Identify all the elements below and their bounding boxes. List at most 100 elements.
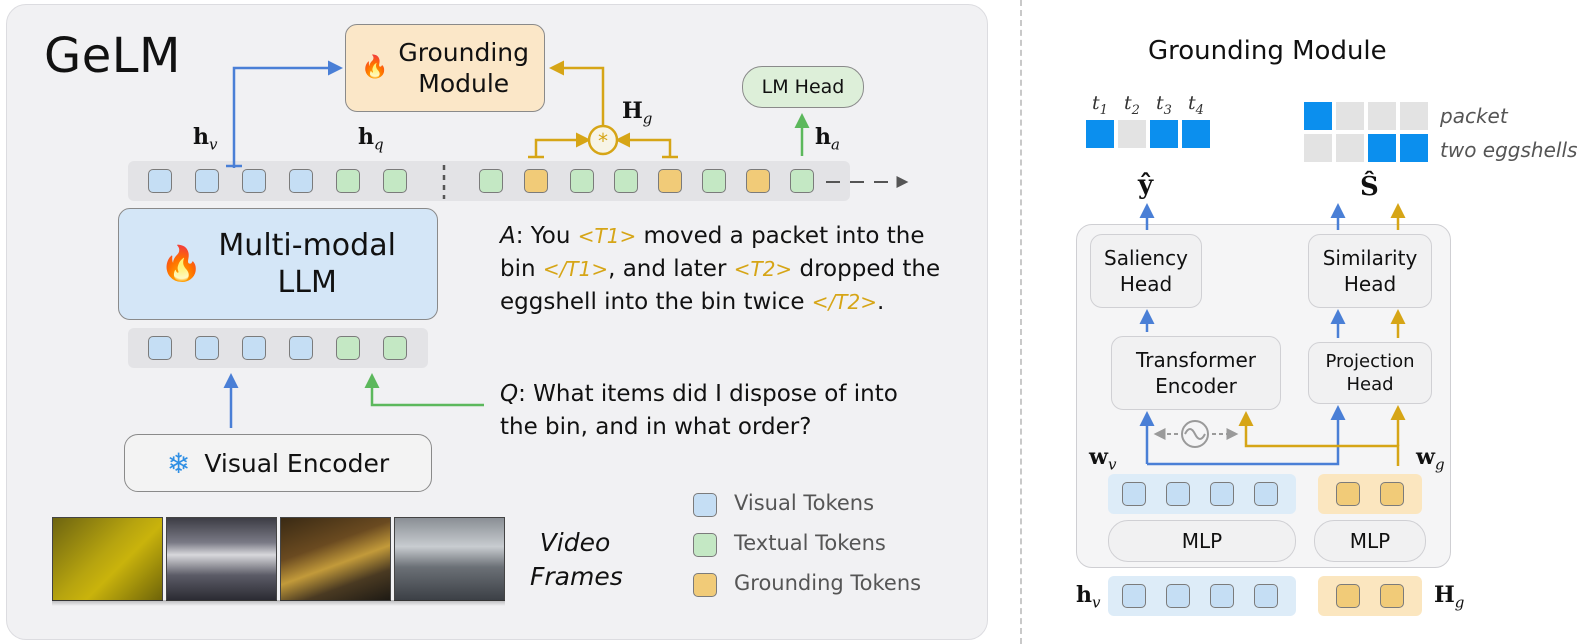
y-hat-label: ŷ bbox=[1138, 170, 1154, 200]
gelm-title: GeLM bbox=[44, 28, 181, 84]
label-H-g: Hg bbox=[622, 98, 653, 128]
question-line2: the bin, and in what order? bbox=[500, 414, 812, 440]
bottom-token-strip bbox=[128, 328, 428, 368]
label-h-v: hv bbox=[193, 124, 218, 154]
legend-swatch bbox=[693, 573, 717, 597]
visual-token bbox=[148, 169, 172, 193]
grounding-token bbox=[746, 169, 770, 193]
time-label: t1 bbox=[1092, 92, 1108, 118]
positional-encoding-icon bbox=[1181, 420, 1209, 448]
mllm-line1: Multi-modal bbox=[218, 227, 396, 263]
visual-token bbox=[242, 169, 266, 193]
time-label: t4 bbox=[1188, 92, 1204, 118]
textual-token bbox=[479, 169, 503, 193]
textual-token bbox=[336, 169, 360, 193]
similarity-cell bbox=[1304, 102, 1332, 130]
legend-swatch bbox=[693, 533, 717, 557]
similarity-cell bbox=[1368, 102, 1396, 130]
similarity-cell bbox=[1336, 134, 1364, 162]
visual-token bbox=[289, 169, 313, 193]
fire-icon: 🔥 bbox=[360, 55, 389, 81]
textual-token bbox=[383, 169, 407, 193]
mlp-left-box: MLP bbox=[1108, 520, 1296, 562]
hv-to-grounding-arrow bbox=[232, 60, 343, 168]
similarity-cell bbox=[1400, 134, 1428, 162]
mllm-line2: LLM bbox=[277, 265, 337, 300]
grounding-token bbox=[1380, 584, 1404, 608]
visual-token bbox=[1122, 482, 1146, 506]
grounding-token bbox=[1380, 482, 1404, 506]
grounding-module-title: Grounding Module bbox=[1148, 36, 1387, 66]
saliency-cell bbox=[1182, 120, 1210, 148]
similarity-cell bbox=[1336, 102, 1364, 130]
visual-token bbox=[1166, 584, 1190, 608]
label-w-v: wv bbox=[1089, 444, 1117, 474]
visual-token bbox=[1166, 482, 1190, 506]
Hg-token-group bbox=[1318, 576, 1422, 616]
textual-token bbox=[702, 169, 726, 193]
saliency-cell bbox=[1118, 120, 1146, 148]
visual-token bbox=[195, 169, 219, 193]
visual-token bbox=[1210, 584, 1234, 608]
textual-token bbox=[790, 169, 814, 193]
answer-line2: bin </T1>, and later <T2> dropped the bbox=[500, 256, 941, 282]
label-w-g: wg bbox=[1416, 444, 1445, 474]
wg-token-group bbox=[1318, 474, 1422, 514]
textual-token bbox=[570, 169, 594, 193]
video-frame bbox=[166, 517, 277, 601]
visual-token bbox=[1122, 584, 1146, 608]
s-hat-label: Ŝ bbox=[1360, 172, 1379, 202]
legend-label: Grounding Tokens bbox=[734, 571, 922, 595]
video-frames-line1: Video bbox=[539, 528, 611, 557]
visual-token bbox=[1254, 584, 1278, 608]
grounding-token bbox=[658, 169, 682, 193]
grounding-module-line2: Module bbox=[418, 69, 510, 98]
similarity-label-eggshells: two eggshells bbox=[1440, 138, 1578, 162]
similarity-label-packet: packet bbox=[1440, 104, 1508, 128]
answer-line1: A: You <T1> moved a packet into the bbox=[500, 223, 925, 249]
time-label: t3 bbox=[1156, 92, 1172, 118]
grounding-module-line1: Grounding bbox=[398, 37, 530, 67]
grounding-token bbox=[524, 169, 548, 193]
visual-token bbox=[289, 336, 313, 360]
video-frames-line2: Frames bbox=[530, 561, 623, 591]
visual-encoder-label: Visual Encoder bbox=[204, 448, 390, 478]
visual-encoder-box: ❄ Visual Encoder bbox=[124, 434, 432, 492]
fire-icon: 🔥 bbox=[160, 243, 203, 284]
textual-token bbox=[336, 336, 360, 360]
similarity-cell bbox=[1368, 134, 1396, 162]
grounding-token bbox=[1336, 482, 1360, 506]
visual-token bbox=[195, 336, 219, 360]
frames-shadow bbox=[52, 600, 505, 606]
label-h-a: ha bbox=[815, 124, 840, 154]
video-frame bbox=[52, 517, 163, 601]
visual-token bbox=[1254, 482, 1278, 506]
mlp-right-box: MLP bbox=[1314, 520, 1426, 562]
video-frame bbox=[280, 517, 391, 601]
panel-divider bbox=[1020, 0, 1022, 644]
legend-label: Textual Tokens bbox=[734, 531, 886, 555]
grounding-token bbox=[1336, 584, 1360, 608]
video-frames-label: Video Frames bbox=[530, 526, 623, 594]
similarity-cell bbox=[1304, 134, 1332, 162]
lm-head-label: LM Head bbox=[761, 76, 845, 98]
visual-token bbox=[1210, 482, 1234, 506]
answer-line3: eggshell into the bin twice </T2>. bbox=[500, 289, 885, 315]
label-h-v-right: hv bbox=[1076, 582, 1101, 612]
lm-head-box: LM Head bbox=[742, 66, 864, 108]
legend-label: Visual Tokens bbox=[734, 491, 875, 515]
svg-text:*: * bbox=[598, 129, 608, 153]
similarity-cell bbox=[1400, 102, 1428, 130]
visual-token bbox=[148, 336, 172, 360]
saliency-cell bbox=[1086, 120, 1114, 148]
textual-token bbox=[614, 169, 638, 193]
question-line1: Q: What items did I dispose of into bbox=[500, 381, 898, 407]
